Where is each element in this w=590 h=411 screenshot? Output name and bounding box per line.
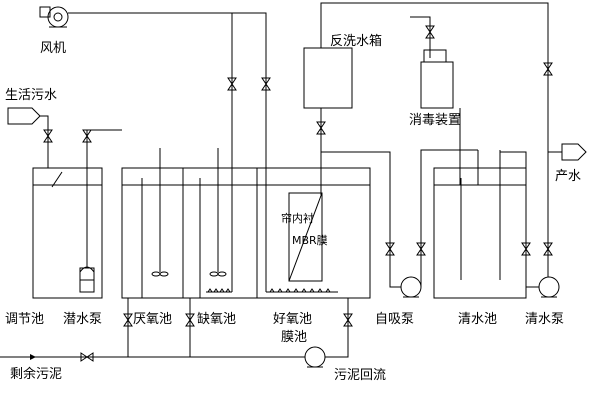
self-priming-discharge: [420, 149, 478, 287]
disinfection-unit: [420, 61, 454, 109]
submersible-pump-label: 潜水泵: [63, 312, 102, 327]
valve-icon[interactable]: [261, 77, 271, 91]
excess-sludge-label: 剩余污泥: [10, 366, 62, 382]
sludge-return-label: 污泥回流: [334, 368, 386, 383]
blower-icon: [39, 6, 69, 28]
sewage-inlet-pipe: [40, 115, 49, 168]
anaerobic-tank-label: 厌氧池: [133, 312, 172, 327]
valve-icon[interactable]: [80, 352, 94, 362]
valve-icon[interactable]: [425, 25, 435, 39]
valve-icon[interactable]: [123, 313, 133, 327]
equalization-tank: [32, 167, 103, 299]
inlet-funnel-icon: [7, 107, 41, 125]
anoxic-tank-label: 缺氧池: [197, 312, 236, 327]
backwash-tank: [303, 47, 353, 109]
disinfection-label: 消毒装置: [409, 113, 461, 128]
inlet-baffle: [51, 171, 63, 188]
outlet-arrow-icon: [561, 143, 587, 161]
sludge-return-pipe: [325, 298, 349, 358]
self-priming-pump-label: 自吸泵: [375, 312, 414, 327]
pump-discharge-pipe: [86, 129, 122, 268]
valve-icon[interactable]: [521, 242, 531, 256]
membrane-label-2: MBR膜: [292, 234, 328, 247]
backwash-tank-label: 反洗水箱: [330, 33, 382, 49]
domestic-sewage-label: 生活污水: [5, 88, 57, 103]
valve-icon[interactable]: [227, 77, 237, 91]
product-water-label: 产水: [555, 169, 581, 184]
valve-icon[interactable]: [185, 313, 195, 327]
valve-icon[interactable]: [82, 129, 92, 143]
backwash-overflow-pipe: [320, 2, 549, 152]
air-header-pipe: [68, 12, 267, 285]
valve-icon[interactable]: [416, 242, 426, 256]
blower-label: 风机: [40, 41, 66, 56]
biological-tank: [121, 167, 371, 299]
valve-icon[interactable]: [385, 242, 395, 256]
mixer-icon: [209, 148, 227, 277]
diffuser-icon: [207, 288, 231, 293]
mixer-icon: [151, 148, 169, 277]
arrow-left-icon: [30, 354, 36, 360]
permeate-suction-pipe: [321, 151, 391, 275]
mbr-membrane-module: [288, 192, 323, 282]
clear-water-tank: [433, 167, 527, 299]
valve-icon[interactable]: [316, 121, 326, 135]
dosing-head: [423, 49, 447, 63]
sludge-return-pump-icon: [304, 346, 326, 368]
clear-water-pump-suction: [500, 151, 539, 288]
disinfection-feed: [410, 16, 431, 58]
clear-water-pump-icon: [538, 276, 560, 298]
valve-icon[interactable]: [343, 313, 353, 327]
self-priming-pump-icon: [400, 276, 422, 298]
aerobic-tank-label: 好氧池: [273, 312, 312, 327]
submersible-pump-icon: [79, 266, 95, 293]
clear-water-tank-label: 清水池: [458, 312, 497, 327]
membrane-tank-label: 膜池: [281, 330, 307, 345]
equalization-tank-label: 调节池: [5, 312, 44, 327]
clear-water-pump-label: 清水泵: [525, 312, 564, 327]
membrane-label-1: 帘内衬: [281, 211, 314, 225]
valve-icon[interactable]: [543, 242, 553, 256]
diffuser-icon: [269, 288, 331, 293]
valve-icon[interactable]: [43, 129, 53, 143]
valve-icon[interactable]: [543, 62, 553, 76]
